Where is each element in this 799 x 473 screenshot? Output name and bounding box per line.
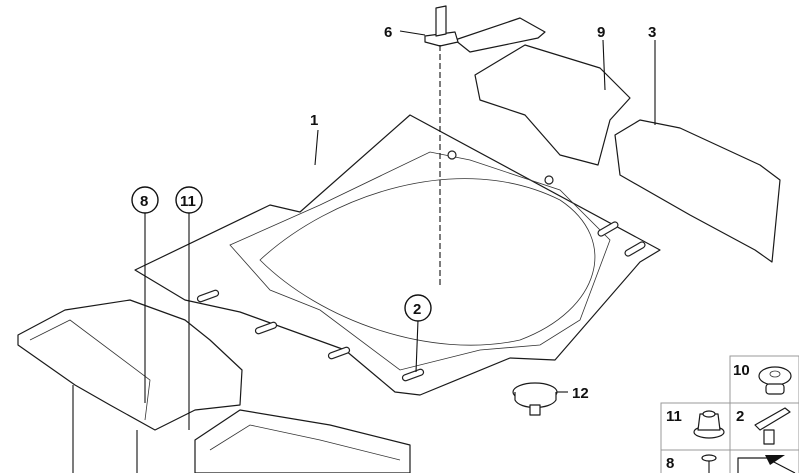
callout-6: 6 [384,24,392,41]
floor-trim-part-1 [134,114,661,396]
legend-label-11: 11 [666,408,682,425]
callout-11: 11 [180,193,196,210]
callout-9: 9 [597,24,605,41]
side-trim-part-3 [614,119,781,263]
callout-2: 2 [413,301,421,318]
fastener-legend-grid: 10 11 2 8 [660,355,799,473]
callout-12: 12 [572,385,589,402]
legend-label-8: 8 [666,455,674,472]
fastener-part-6 [424,5,459,47]
callout-1: 1 [310,112,318,129]
trim-panel-part-9 [474,44,631,166]
legend-label-10: 10 [733,362,750,379]
callout-3: 3 [648,24,656,41]
callout-8: 8 [140,193,148,210]
buffer-part-12 [512,382,558,416]
tray-part [194,409,411,473]
rod-part [454,17,546,53]
legend-label-2: 2 [736,408,744,425]
